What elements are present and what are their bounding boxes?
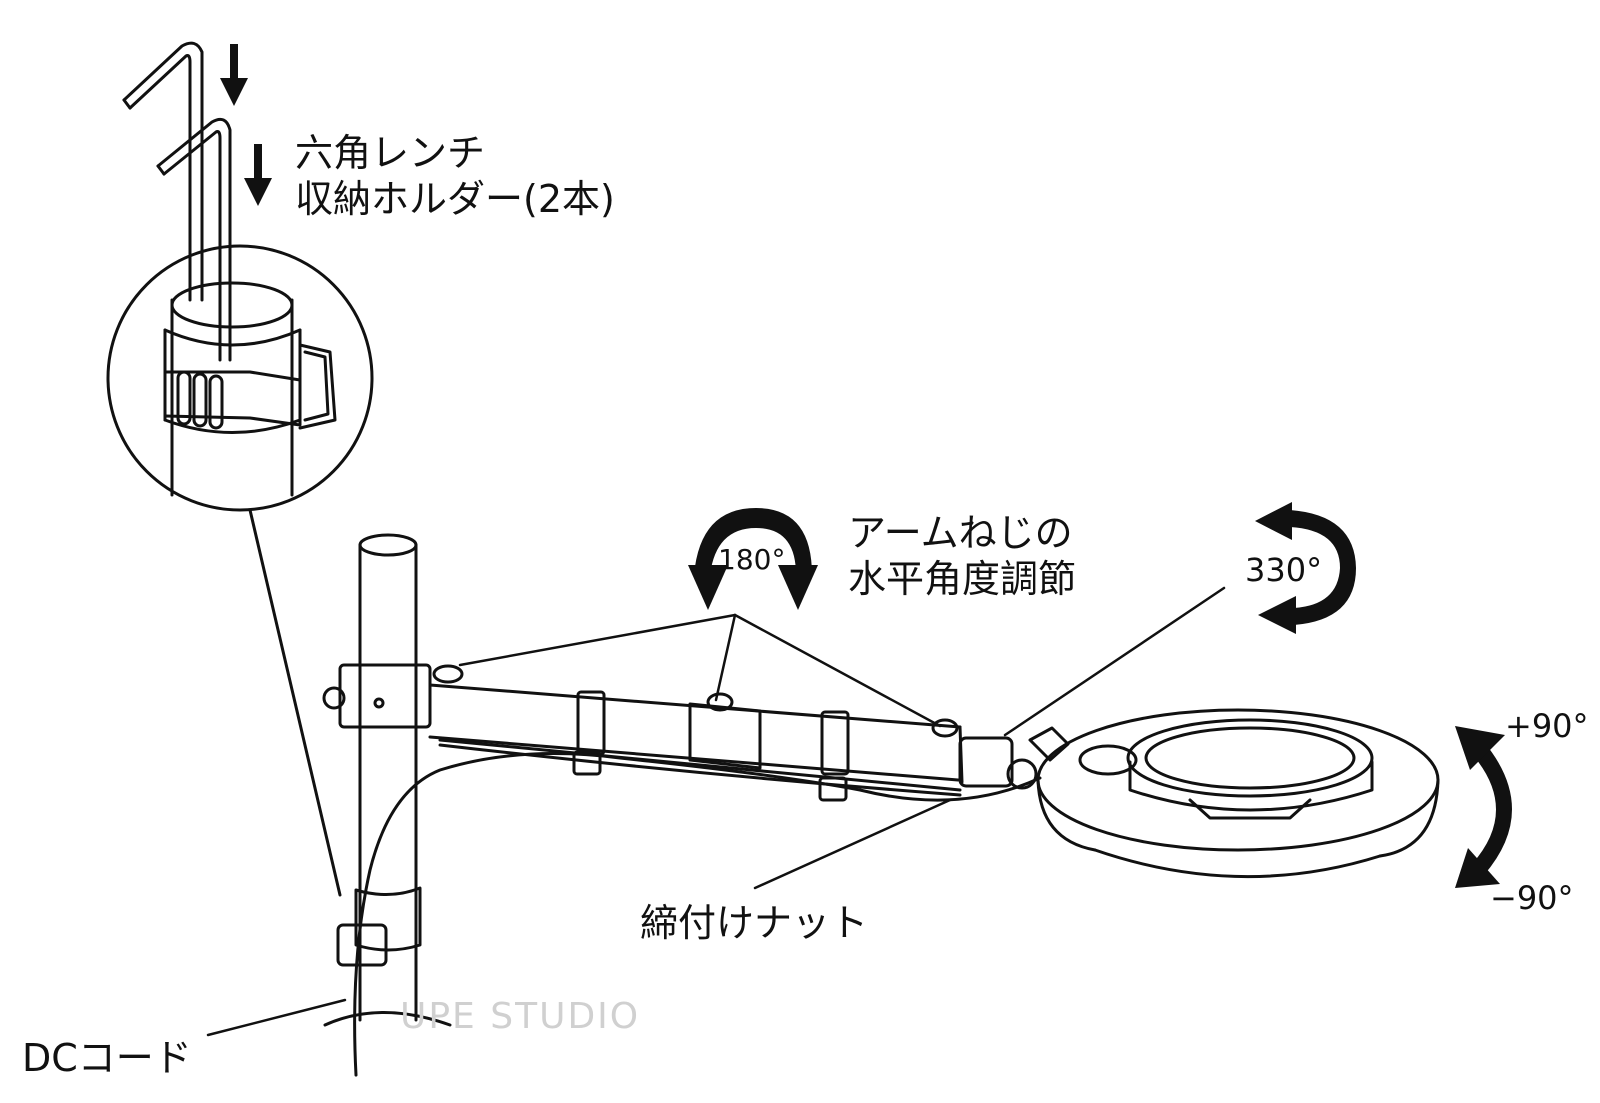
tilt-up-angle: +90° xyxy=(1505,707,1589,745)
down-arrow-icon xyxy=(244,144,272,206)
tilt-down-angle: −90° xyxy=(1490,879,1574,917)
arm-beam xyxy=(428,683,964,802)
cord-clip xyxy=(336,886,422,967)
rotate-330-arrow-icon xyxy=(1255,502,1356,634)
hex-wrench-2 xyxy=(156,117,232,362)
arm-rotation-angle: 180° xyxy=(718,543,786,576)
down-arrow-icon xyxy=(220,44,248,106)
arm-joint xyxy=(958,726,1070,790)
hex-wrench-1 xyxy=(122,41,204,302)
arm-screw-label-line1: アームねじの xyxy=(848,511,1073,555)
dc-cord xyxy=(353,752,1042,1077)
tilt-arrow-icon xyxy=(1455,726,1512,888)
head-rotation-angle: 330° xyxy=(1245,551,1323,589)
leader-lines xyxy=(206,586,1226,1037)
tightening-nut-label: 締付けナット xyxy=(640,901,869,945)
arm-mount-clamp xyxy=(322,663,464,729)
dc-cord-label: DCコード xyxy=(22,1036,192,1080)
detail-inset-circle xyxy=(106,244,374,897)
hex-wrench-label-line1: 六角レンチ xyxy=(295,131,486,175)
watermark: UPE STUDIO xyxy=(400,996,641,1037)
arm-screw-label-line2: 水平角度調節 xyxy=(848,557,1077,601)
magnifier-head xyxy=(1036,708,1440,879)
rotate-180-arrow-icon xyxy=(688,508,818,610)
hex-wrench-label-line2: 収納ホルダー(2本) xyxy=(295,177,615,221)
